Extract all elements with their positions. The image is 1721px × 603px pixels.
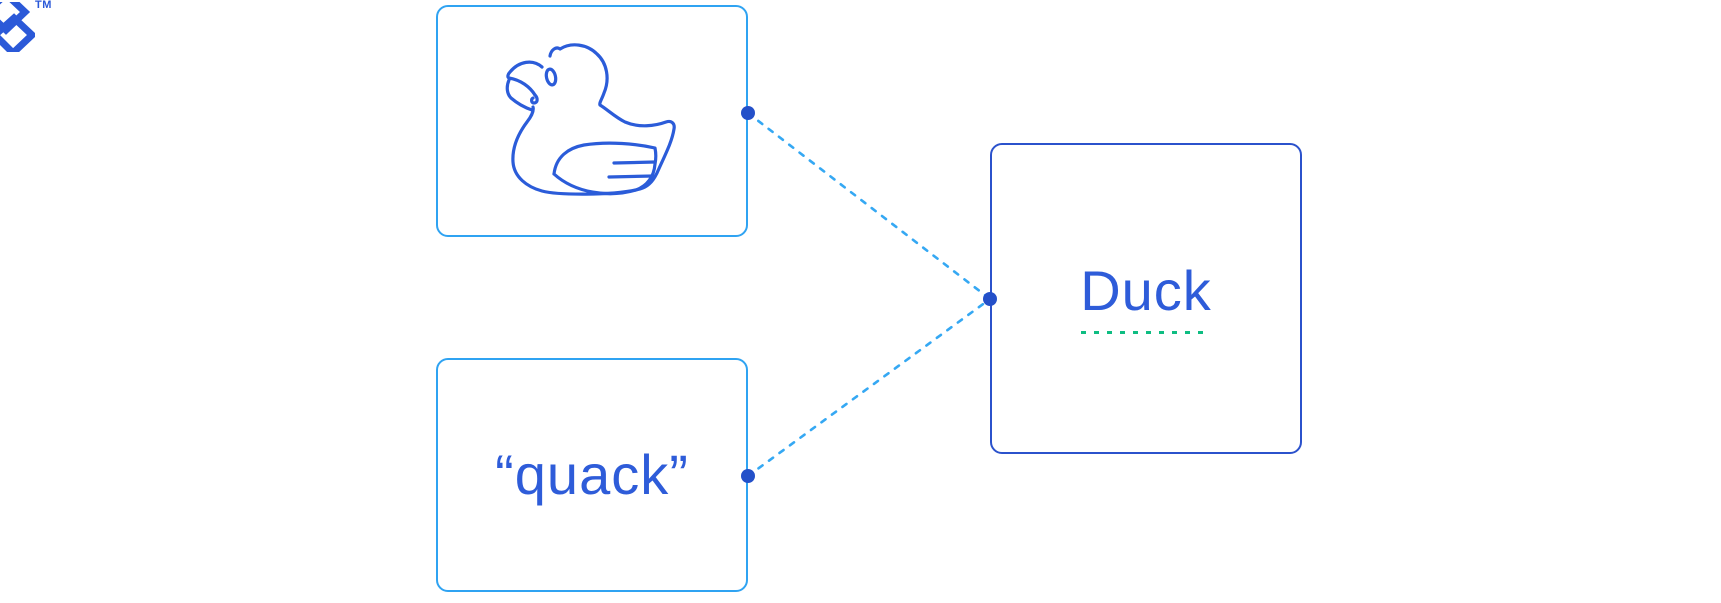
trademark-label: TM — [35, 0, 52, 11]
rubber-duck-icon — [505, 43, 676, 196]
duck-class-label: Duck — [1080, 259, 1212, 322]
node-quack: “quack” — [436, 358, 748, 592]
node-duck-image — [436, 5, 748, 237]
toptal-logo-icon — [0, 2, 35, 52]
quack-label: “quack” — [495, 443, 689, 506]
duck-class-dotted-underline — [1081, 331, 1211, 334]
connector-line-quack-to-class — [746, 297, 992, 478]
node-duck-class: Duck — [990, 143, 1302, 454]
brand-logo: TM — [0, 0, 60, 60]
connector-line-duck-image-to-class — [746, 111, 992, 301]
